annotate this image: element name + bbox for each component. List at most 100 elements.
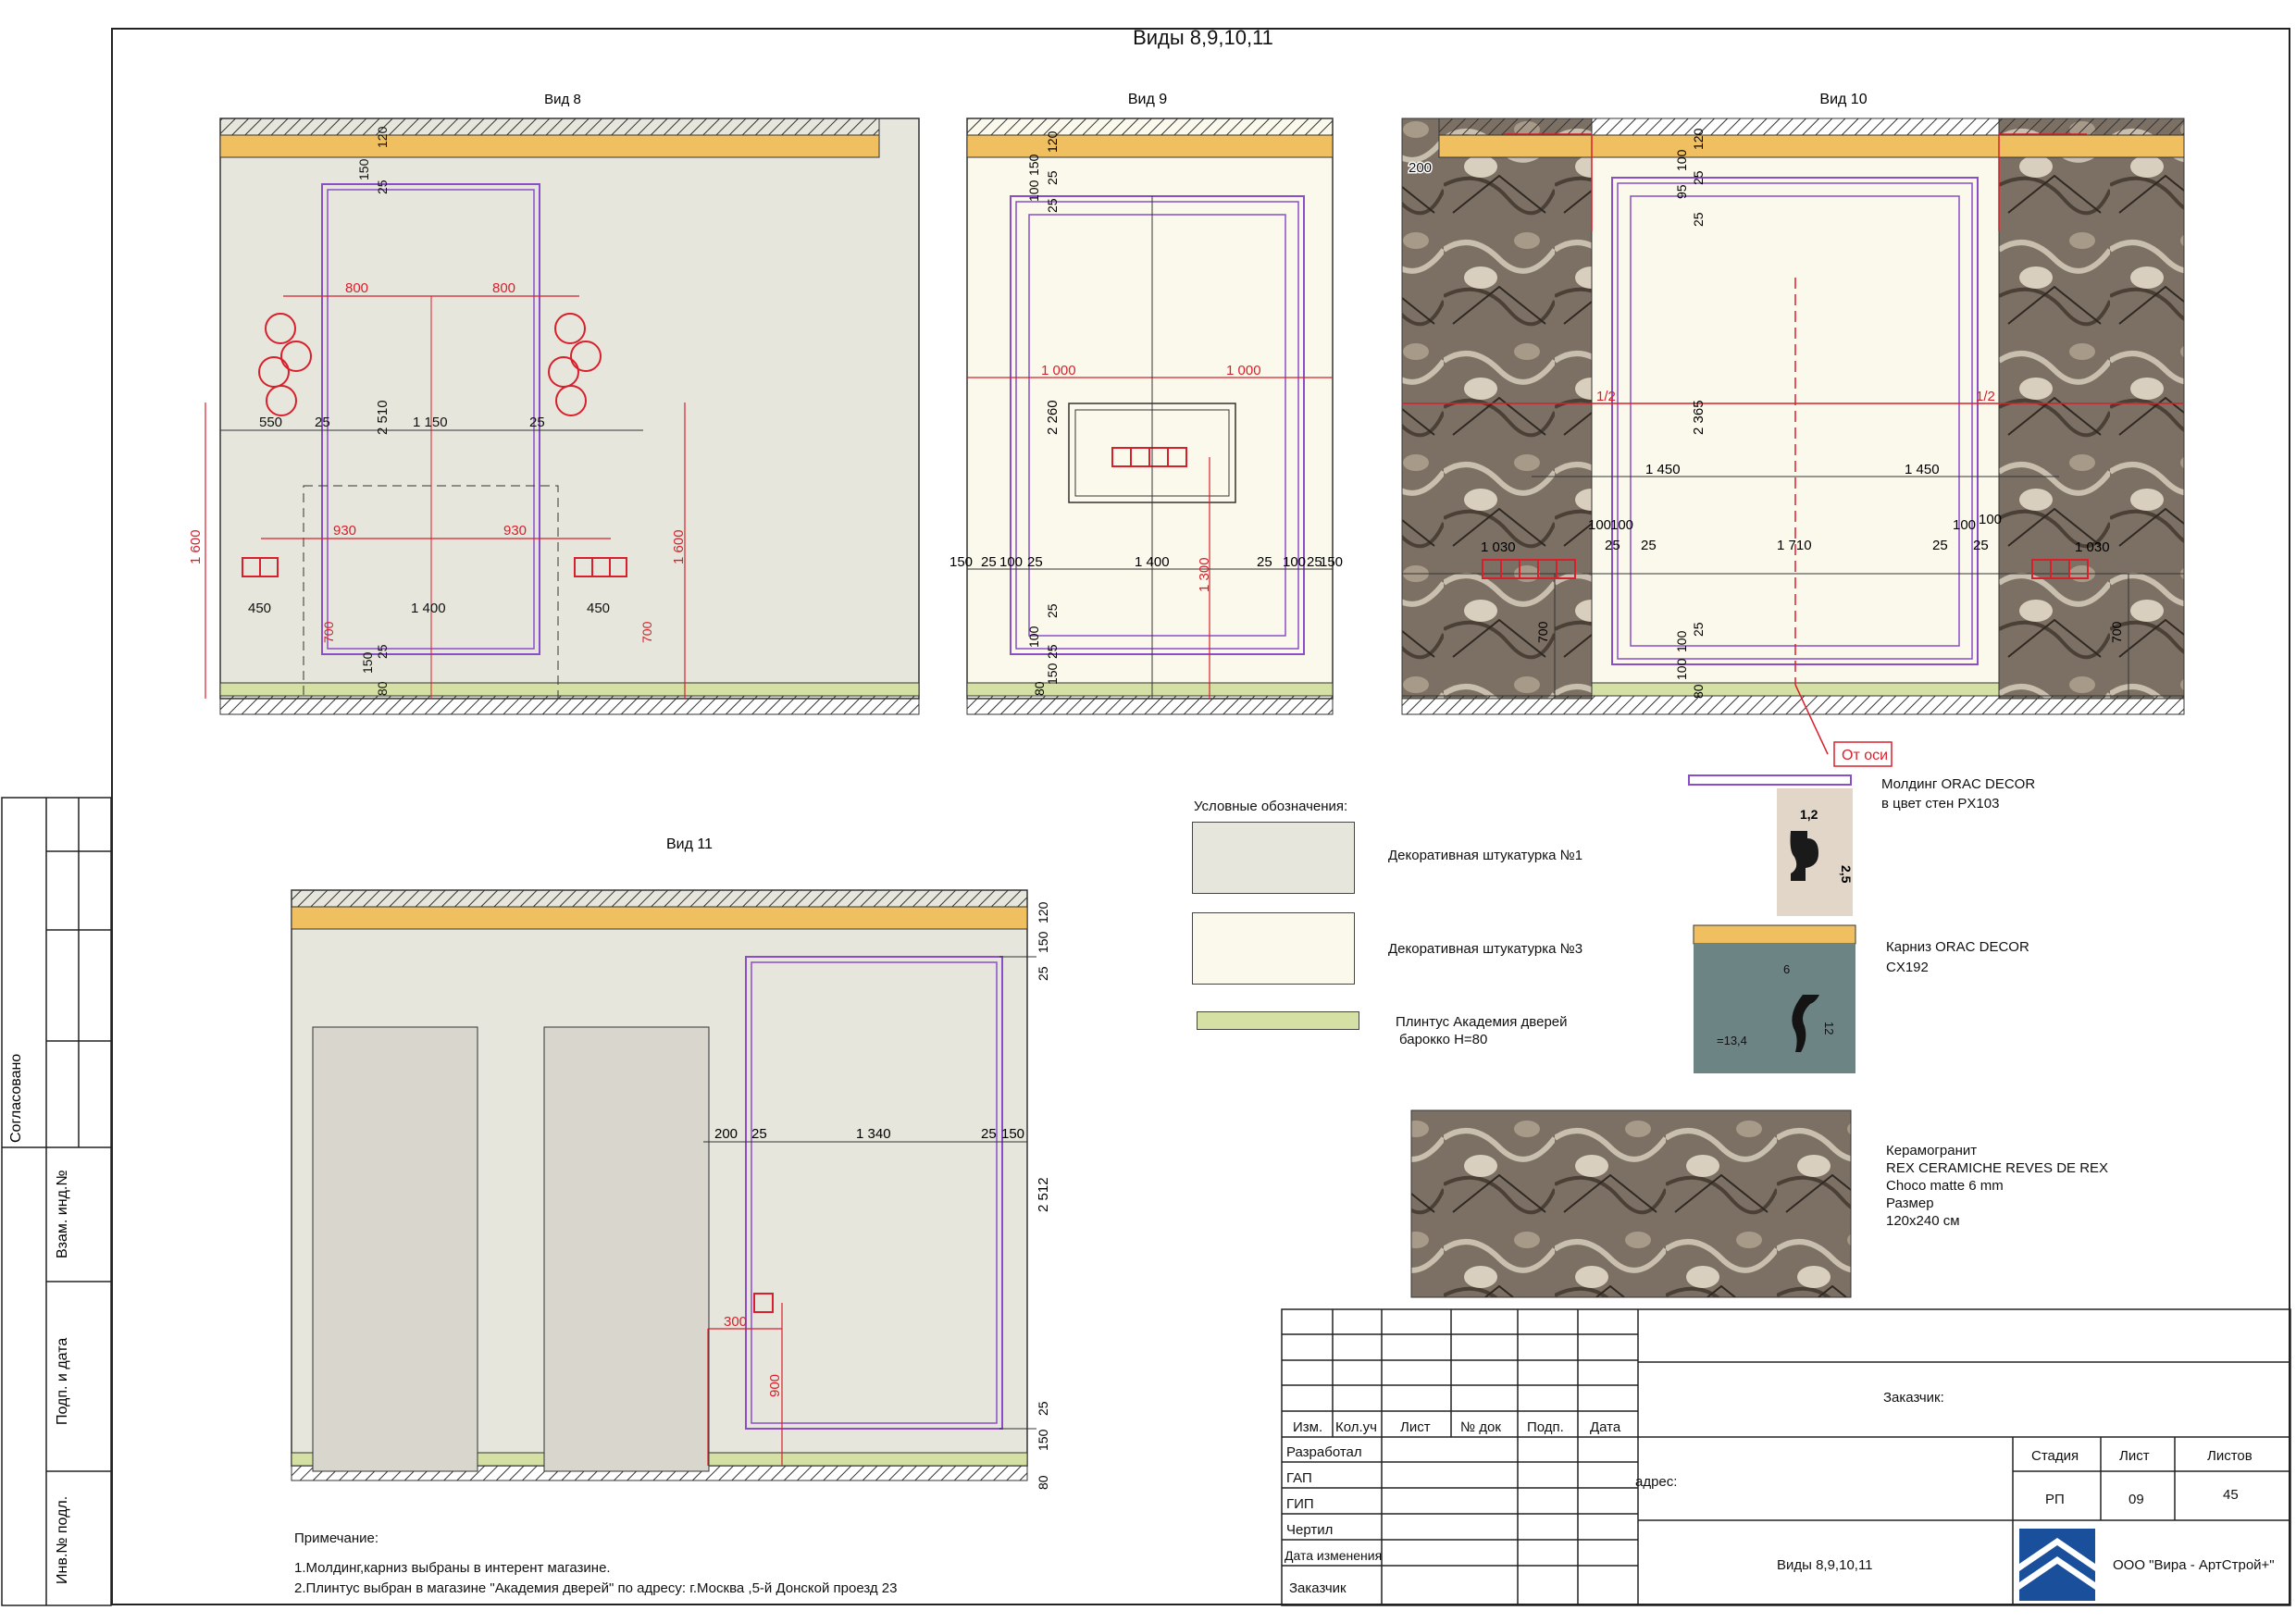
tb-customer-label: Заказчик:: [1883, 1390, 1944, 1406]
tb-address-label: адрес:: [1635, 1474, 1678, 1490]
title-block-grid: [1281, 1308, 2291, 1606]
view-10-floor-hatch: [1401, 695, 2185, 715]
svg-text:25: 25: [529, 415, 545, 430]
view-8-title: Вид 8: [544, 92, 581, 107]
svg-text:1 450: 1 450: [1645, 462, 1681, 477]
view-8: Вид 8 120 150 25 800 800: [188, 92, 920, 715]
view-9-molding-inner: [1028, 214, 1286, 637]
view-9-floor-hatch: [966, 695, 1334, 715]
svg-text:700: 700: [639, 621, 654, 643]
tb-header-doc: № док: [1460, 1419, 1501, 1435]
tb-role-customer: Заказчик: [1289, 1580, 1347, 1596]
svg-text:1/2: 1/2: [1976, 389, 1995, 404]
svg-text:1 600: 1 600: [188, 529, 204, 564]
svg-text:1 710: 1 710: [1777, 538, 1812, 553]
svg-text:25: 25: [1932, 538, 1948, 553]
svg-text:100: 100: [1026, 626, 1041, 648]
view-10-marble-right: [1998, 118, 2185, 700]
svg-text:100: 100: [1674, 630, 1689, 652]
tile-sample-image: [1410, 1109, 1852, 1298]
tb-header-change: Изм.: [1293, 1419, 1323, 1435]
view-9-molding-mid: [1015, 201, 1299, 650]
svg-text:1 030: 1 030: [1481, 539, 1516, 555]
svg-text:80: 80: [375, 681, 390, 696]
view-8-sconce-left-icon: [258, 313, 312, 416]
svg-text:1 400: 1 400: [411, 601, 446, 616]
view-10-axis-callout: [1833, 741, 1893, 767]
tb-role-gip: ГИП: [1286, 1496, 1314, 1512]
material-samples: 1,2 2,5 6 12 =13,4: [1410, 774, 1856, 1298]
view-10-molding-mid: [1617, 182, 1973, 660]
svg-text:100: 100: [999, 554, 1023, 570]
legend-label-baseboard-2: барокко Н=80: [1399, 1032, 1488, 1047]
tb-header-qty: Кол.уч: [1335, 1419, 1377, 1435]
svg-text:25: 25: [1036, 966, 1050, 981]
view-8-socket-left-icon: [242, 557, 279, 577]
tb-sheets-value: 45: [2223, 1487, 2239, 1503]
view-8-ceiling-hatch: [219, 118, 880, 136]
view-8-baseboard: [219, 682, 920, 697]
svg-text:1/2: 1/2: [1596, 389, 1616, 404]
view-8-cornice: [219, 134, 880, 158]
view-10-axis-label: От оси: [1842, 748, 1888, 763]
svg-text:95: 95: [1674, 184, 1689, 199]
legend-label-plaster-3: Декоративная штукатурка №3: [1388, 941, 1583, 957]
svg-text:100: 100: [1610, 517, 1633, 533]
view-10-marble-left: [1401, 118, 1593, 700]
page-title: Виды 8,9,10,11: [1133, 26, 1273, 49]
svg-text:6: 6: [1783, 962, 1790, 976]
view-9-baseboard: [966, 682, 1334, 697]
svg-text:25: 25: [375, 644, 390, 659]
svg-text:150: 150: [1001, 1126, 1024, 1142]
tb-stage-value: РП: [2045, 1492, 2065, 1507]
view-10-dimensions: 200 120 95 100 25 25 1/2 1/2 2 365 1 450…: [1408, 128, 2125, 699]
svg-text:80: 80: [1032, 681, 1047, 696]
svg-text:800: 800: [345, 280, 368, 296]
svg-text:=13,4: =13,4: [1717, 1034, 1747, 1047]
view-8-socket-right-icon: [574, 557, 627, 577]
svg-text:1 150: 1 150: [413, 415, 448, 430]
svg-text:200: 200: [1409, 160, 1432, 176]
svg-text:100: 100: [1674, 658, 1689, 680]
tb-role-gap: ГАП: [1286, 1470, 1312, 1486]
svg-text:100: 100: [1026, 180, 1041, 202]
svg-text:80: 80: [1691, 684, 1706, 699]
svg-text:25: 25: [981, 1126, 997, 1142]
cornice-strip: [1693, 924, 1856, 945]
view-11-title: Вид 11: [666, 836, 713, 852]
molding-label-2: в цвет стен PX103: [1881, 796, 2000, 812]
left-strip-agreed: Согласовано: [8, 1054, 24, 1143]
svg-text:25: 25: [1691, 170, 1706, 185]
notes: Примечание: 1.Молдинг,карниз выбраны в и…: [294, 1529, 898, 1599]
svg-text:150: 150: [1320, 554, 1343, 570]
tb-role-drafter: Чертил: [1286, 1522, 1334, 1538]
view-11-molding-outer: [745, 956, 1003, 1430]
svg-text:800: 800: [492, 280, 515, 296]
svg-text:100: 100: [1674, 149, 1689, 171]
legend-title: Условные обозначения:: [1194, 799, 1348, 814]
cornice-label-2: CX192: [1886, 960, 1929, 975]
cornice-profile-icon: [1792, 995, 1819, 1052]
svg-text:100: 100: [1953, 517, 1976, 533]
legend-swatch-plaster-1: [1192, 822, 1355, 894]
view-10-socket-right-icon: [2031, 559, 2089, 579]
svg-text:700: 700: [321, 621, 336, 643]
svg-text:25: 25: [1036, 1401, 1050, 1416]
svg-text:1 400: 1 400: [1135, 554, 1170, 570]
svg-text:1,2: 1,2: [1800, 807, 1818, 822]
notes-line-2: 2.Плинтус выбран в магазине "Академия дв…: [294, 1580, 898, 1596]
view-11-dimensions: 120 150 25 200 25 1 340 25 150 2 512 300…: [714, 901, 1051, 1490]
svg-text:25: 25: [1045, 603, 1060, 618]
svg-text:1 600: 1 600: [671, 529, 687, 564]
tile-label-5: 120x240 см: [1886, 1213, 1960, 1229]
legend-label-plaster-1: Декоративная штукатурка №1: [1388, 848, 1583, 863]
svg-text:120: 120: [1691, 128, 1706, 150]
legend-swatch-plaster-3: [1192, 912, 1355, 985]
view-10: Вид 10 От оси 200 120 95: [1401, 92, 2185, 767]
svg-text:1 000: 1 000: [1226, 363, 1261, 378]
svg-text:120: 120: [375, 126, 390, 148]
svg-text:25: 25: [1045, 644, 1060, 659]
view-10-cornice: [1438, 134, 2185, 158]
svg-text:1 450: 1 450: [1905, 462, 1940, 477]
svg-text:25: 25: [1973, 538, 1989, 553]
